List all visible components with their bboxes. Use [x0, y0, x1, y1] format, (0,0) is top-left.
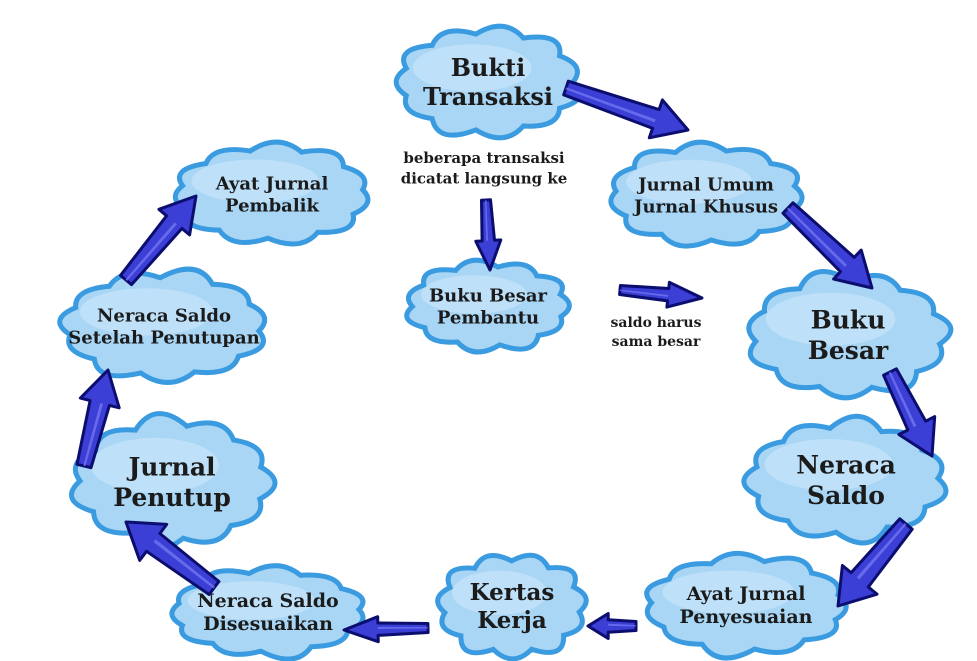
- cloud-buku-besar: [746, 269, 954, 401]
- node-label: Ayat Jurnal: [686, 583, 806, 605]
- cloud-neraca-saldo: [741, 413, 949, 546]
- node-label: Ayat Jurnal: [215, 173, 329, 194]
- node-label: Pembalik: [225, 195, 319, 216]
- cloud-highlight: [626, 159, 753, 204]
- arrow-highlight: [888, 371, 917, 428]
- cloud-highlight: [90, 437, 220, 494]
- node-label: Jurnal Khusus: [632, 196, 778, 217]
- node-label: Neraca Saldo: [97, 305, 231, 326]
- arrow-shape: [474, 198, 503, 272]
- node-label: Buku Besar: [429, 285, 548, 306]
- node-label: Jurnal Umum: [636, 174, 774, 195]
- arrow-highlight: [125, 222, 177, 281]
- cloud-highlight: [765, 292, 896, 346]
- arrow-bukti-to-pembantu: [474, 198, 503, 272]
- node-label: Penyesuaian: [680, 606, 813, 628]
- arrow-penutup-to-setelah-penutupan: [75, 368, 121, 470]
- arrow-shape: [586, 612, 638, 640]
- node-label: Setelah Penutupan: [68, 327, 260, 348]
- cloud-kertas-kerja: [435, 552, 589, 661]
- node-label: Disesuaikan: [203, 613, 333, 635]
- cloud-highlight: [187, 581, 315, 620]
- arrow-bukti-to-jurnal: [562, 79, 690, 140]
- cloud-layer: [57, 23, 954, 661]
- arrow-shape: [342, 615, 430, 644]
- arrow-highlight: [565, 87, 656, 123]
- cloud-neraca-saldo-disesuaikan: [169, 563, 366, 661]
- cloud-buku-besar-pembantu: [404, 257, 572, 355]
- node-label: Penutup: [113, 483, 231, 512]
- node-label: Neraca: [796, 451, 896, 480]
- node-label: Pembantu: [437, 307, 539, 328]
- arrow-highlight: [608, 623, 636, 627]
- arrow-setelah-penutupan-to-pembalik: [119, 194, 198, 287]
- cloud-highlight: [662, 570, 795, 614]
- cloud-highlight: [451, 570, 547, 615]
- node-label: Besar: [808, 336, 889, 365]
- cloud-highlight: [421, 275, 527, 314]
- node-label: Buku: [811, 306, 886, 335]
- cloud-jurnal-umum-khusus: [608, 139, 805, 249]
- arrow-highlight: [485, 200, 488, 241]
- arrow-highlight: [856, 523, 907, 580]
- cloud-neraca-saldo-setelah-penutupan: [57, 266, 268, 385]
- note-text: beberapa transaksi: [403, 149, 565, 167]
- note-text: saldo harus: [611, 315, 702, 331]
- arrow-shape: [836, 517, 914, 608]
- cloud-highlight: [412, 44, 532, 92]
- arrow-shape: [124, 520, 221, 596]
- node-label: Jurnal: [126, 453, 215, 482]
- cloud-highlight: [764, 439, 894, 491]
- arrow-kertas-to-disesuaikan: [342, 615, 430, 644]
- arrow-buku-besar-to-neraca: [882, 367, 937, 458]
- node-label: Kertas: [470, 579, 555, 606]
- note-text: sama besar: [612, 334, 701, 350]
- arrow-disesuaikan-to-penutup: [124, 520, 221, 596]
- arrow-highlight: [153, 539, 215, 589]
- node-label: Kerja: [477, 607, 547, 634]
- note-text: dicatat langsung ke: [401, 169, 568, 187]
- node-label: Bukti: [451, 53, 526, 82]
- arrow-highlight: [619, 289, 669, 297]
- arrow-neraca-to-penyesuaian: [836, 517, 914, 608]
- cloud-ayat-jurnal-penyesuaian: [644, 550, 849, 661]
- node-label: Neraca Saldo: [197, 590, 338, 612]
- cloud-highlight: [79, 288, 213, 336]
- arrow-layer: [75, 79, 937, 644]
- node-label: Saldo: [807, 481, 885, 510]
- arrow-highlight: [377, 627, 428, 629]
- node-label: Transaksi: [423, 82, 553, 111]
- arrow-penyesuaian-to-kertas: [586, 612, 638, 640]
- arrow-shape: [119, 194, 198, 287]
- arrow-highlight: [83, 403, 104, 467]
- cloud-highlight: [191, 159, 319, 203]
- arrow-pembantu-to-buku-besar: [618, 280, 704, 309]
- arrow-jurnal-to-buku-besar: [781, 201, 874, 290]
- arrow-highlight: [787, 207, 847, 268]
- cloud-ayat-jurnal-pembalik: [172, 139, 371, 247]
- cloud-bukti-transaksi: [393, 23, 583, 141]
